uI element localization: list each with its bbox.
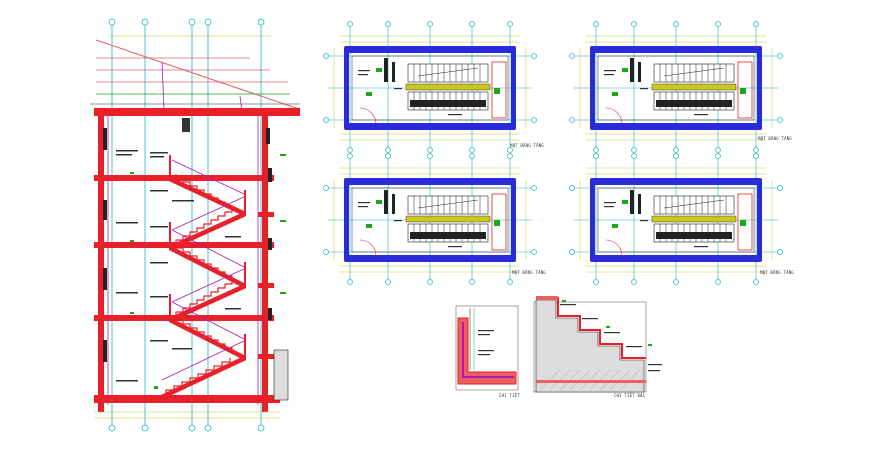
- plan-1-caption: MẶT BẰNG TẦNG: [510, 143, 544, 148]
- plan-4-caption: MẶT BẰNG TẦNG: [760, 270, 794, 275]
- stair-section: [90, 18, 300, 432]
- section-annotations: [116, 118, 241, 382]
- floor-slabs: [94, 175, 280, 403]
- section-grid-lines: [111, 24, 262, 425]
- detail-1-caption: CHI TIẾT: [499, 393, 520, 398]
- plan-2-caption: MẶT BẰNG TẦNG: [758, 136, 792, 141]
- floor-plan-2: [569, 21, 783, 153]
- floor-plan-3: [323, 153, 537, 285]
- wall-left: [98, 112, 104, 412]
- detail-step: [533, 296, 662, 393]
- floor-plan-4: [569, 153, 783, 285]
- plan-3-caption: MẶT BẰNG TẦNG: [512, 270, 546, 275]
- detail-2-caption: CHI TIẾT BẬC: [614, 393, 646, 398]
- section-grid-bubbles: [108, 18, 265, 432]
- section-openings: [103, 128, 272, 362]
- floor-plan-1: [323, 21, 537, 153]
- stair-steps: [165, 174, 233, 394]
- detail-wall-corner: [455, 305, 519, 391]
- wall-right: [262, 112, 268, 412]
- handrails: [161, 159, 247, 381]
- roof: [90, 39, 300, 116]
